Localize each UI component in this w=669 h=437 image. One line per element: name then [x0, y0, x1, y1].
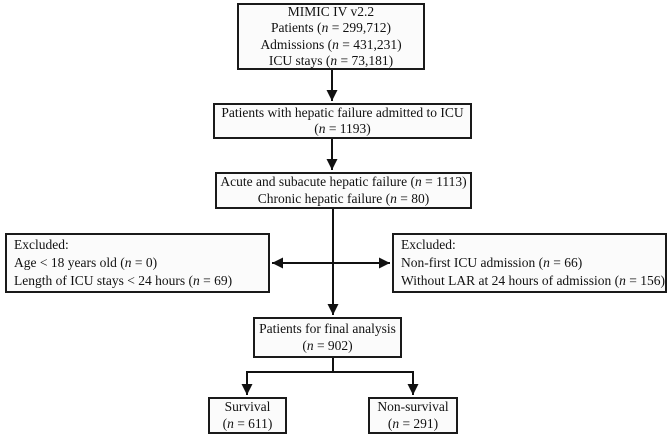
text-post: = 80) — [396, 190, 430, 206]
node-excluded-left: Excluded: Age < 18 years old (n = 0) Len… — [5, 233, 270, 293]
n-variable: n — [619, 272, 626, 288]
excluded-title: Excluded: — [14, 237, 69, 253]
text-pre: Age < 18 years old ( — [14, 255, 125, 271]
n-variable: n — [392, 415, 400, 431]
node-mimic-source: MIMIC IV v2.2 Patients (n = 299,712) Adm… — [237, 3, 425, 70]
text-pre: ( — [387, 415, 393, 431]
n-variable: n — [414, 174, 422, 190]
text-pre: Without LAR at 24 hours of admission ( — [401, 272, 620, 288]
node-final-analysis: Patients for final analysis (n = 902) — [253, 317, 402, 358]
node-excluded-right: Excluded: Non-first ICU admission (n = 6… — [392, 233, 667, 293]
node-hepatic-icu: Patients with hepatic failure admitted t… — [213, 103, 472, 139]
node-nonsurvival: Non-survival (n = 291) — [368, 397, 458, 434]
excluded-line-age: Age < 18 years old (n = 0) — [14, 254, 268, 272]
text-pre: ( — [222, 415, 228, 431]
text-pre: ( — [302, 337, 307, 353]
text-pre: Patients ( — [270, 20, 322, 36]
text-post: = 431,231) — [338, 36, 402, 52]
node-count: (n = 611) — [210, 416, 285, 432]
node-survival: Survival (n = 611) — [208, 397, 287, 434]
n-variable: n — [332, 36, 339, 52]
text-pre: Non-first ICU admission ( — [401, 255, 544, 271]
text-post: = 73,181) — [337, 52, 394, 68]
n-variable: n — [192, 272, 200, 288]
text-post: = 1193) — [325, 121, 371, 136]
text-post: = 291) — [399, 415, 439, 431]
n-variable: n — [321, 20, 329, 36]
excluded-line-los: Length of ICU stays < 24 hours (n = 69) — [14, 272, 268, 290]
text-pre: Acute and subacute hepatic failure ( — [220, 174, 415, 190]
text-pre: Length of ICU stays < 24 hours ( — [14, 272, 193, 288]
text-pre: Chronic hepatic failure ( — [257, 190, 391, 206]
text-post: = 69) — [199, 272, 233, 288]
text-post: = 0) — [131, 255, 158, 271]
branch-line — [246, 357, 414, 373]
node-title: MIMIC IV v2.2 — [287, 4, 375, 20]
text-post: = 611) — [233, 415, 273, 431]
n-variable: n — [124, 255, 132, 271]
node-line: Patients for final analysis — [259, 321, 396, 337]
excluded-title: Excluded: — [401, 237, 456, 253]
n-variable: n — [543, 255, 550, 271]
text-pre: ICU stays ( — [268, 52, 331, 68]
n-variable: n — [330, 52, 338, 68]
text-pre: Admissions ( — [260, 36, 333, 52]
node-count: (n = 1193) — [215, 121, 470, 137]
text-post: = 299,712) — [328, 20, 392, 36]
node-line: Patients with hepatic failure admitted t… — [221, 104, 464, 120]
node-line-patients: Patients (n = 299,712) — [239, 20, 423, 36]
node-count: (n = 291) — [370, 416, 456, 432]
node-line-acute: Acute and subacute hepatic failure (n = … — [217, 174, 470, 190]
excluded-line-nonfirst: Non-first ICU admission (n = 66) — [401, 254, 665, 272]
node-line-chronic: Chronic hepatic failure (n = 80) — [217, 191, 470, 207]
text-post: = 902) — [313, 337, 353, 353]
excluded-line-lar: Without LAR at 24 hours of admission (n … — [401, 272, 665, 290]
n-variable: n — [390, 190, 397, 206]
text-post: = 156) — [625, 272, 665, 288]
n-variable: n — [306, 337, 314, 353]
node-line: Survival — [224, 399, 271, 415]
node-line: Non-survival — [377, 399, 449, 415]
n-variable: n — [318, 121, 326, 136]
node-acute-chronic: Acute and subacute hepatic failure (n = … — [215, 172, 472, 209]
n-variable: n — [227, 415, 234, 431]
text-pre: ( — [314, 121, 319, 136]
node-line-admissions: Admissions (n = 431,231) — [239, 37, 423, 53]
node-count: (n = 902) — [255, 338, 400, 354]
text-post: = 66) — [549, 255, 583, 271]
node-line-icu-stays: ICU stays (n = 73,181) — [239, 53, 423, 69]
text-post: = 1113) — [421, 174, 467, 190]
